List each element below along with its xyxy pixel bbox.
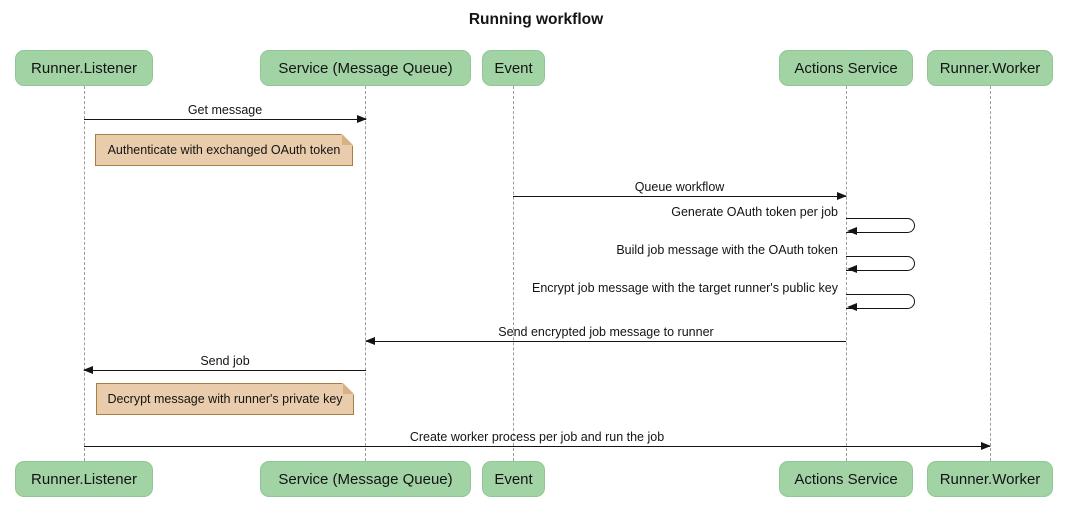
arrowhead-left-icon — [847, 303, 857, 311]
participant-bottom-runner-listener: Runner.Listener — [15, 461, 153, 497]
arrowhead-left-icon — [365, 337, 375, 345]
lifeline-service-message-queue — [365, 86, 366, 461]
message-send-job: Send job — [83, 354, 366, 374]
participant-bottom-runner-worker: Runner.Worker — [927, 461, 1053, 497]
note-authenticate-oauth: Authenticate with exchanged OAuth token — [95, 134, 353, 166]
message-line — [513, 192, 847, 200]
participant-label: Runner.Worker — [939, 59, 1041, 77]
arrowhead-right-icon — [357, 115, 367, 123]
participant-label: Service (Message Queue) — [278, 470, 453, 488]
message-label: Create worker process per job and run th… — [409, 430, 665, 444]
message-line — [84, 442, 991, 450]
participant-top-service-message-queue: Service (Message Queue) — [260, 50, 471, 86]
diagram-title: Running workflow — [468, 11, 604, 28]
arrowhead-left-icon — [847, 265, 857, 273]
arrowhead-left-icon — [83, 366, 93, 374]
participant-label: Event — [494, 470, 533, 488]
lifeline-event — [513, 86, 514, 461]
message-create-worker-process: Create worker process per job and run th… — [84, 430, 991, 450]
note-fold-icon — [342, 134, 353, 145]
participant-top-actions-service: Actions Service — [779, 50, 913, 86]
participant-label: Runner.Worker — [939, 470, 1041, 488]
message-queue-workflow: Queue workflow — [513, 180, 847, 200]
arrowhead-right-icon — [837, 192, 847, 200]
message-label: Send encrypted job message to runner — [498, 325, 714, 339]
note-decrypt-private-key: Decrypt message with runner's private ke… — [96, 383, 354, 415]
message-label: Queue workflow — [634, 180, 725, 194]
self-message-label-generate-token: Generate OAuth token per job — [671, 205, 838, 219]
self-message-loop — [846, 294, 915, 309]
note-label: Decrypt message with runner's private ke… — [107, 392, 343, 406]
note-label: Authenticate with exchanged OAuth token — [107, 143, 341, 157]
message-label: Get message — [187, 103, 263, 117]
participant-label: Actions Service — [794, 59, 898, 77]
message-line — [84, 115, 367, 123]
lifeline-actions-service — [846, 86, 847, 461]
participant-label: Event — [494, 59, 533, 77]
arrowhead-left-icon — [847, 227, 857, 235]
participant-top-runner-worker: Runner.Worker — [927, 50, 1053, 86]
message-line — [365, 337, 846, 345]
participant-top-event: Event — [482, 50, 545, 86]
message-get-message: Get message — [84, 103, 367, 123]
arrowhead-right-icon — [981, 442, 991, 450]
message-line — [83, 366, 366, 374]
lifeline-runner-worker — [990, 86, 991, 461]
participant-top-runner-listener: Runner.Listener — [15, 50, 153, 86]
self-message-label-build-job-message: Build job message with the OAuth token — [616, 243, 838, 257]
participant-bottom-event: Event — [482, 461, 545, 497]
participant-bottom-actions-service: Actions Service — [779, 461, 913, 497]
note-fold-icon — [343, 383, 354, 394]
self-message-loop — [846, 218, 915, 233]
self-message-loop — [846, 256, 915, 271]
participant-label: Runner.Listener — [31, 59, 137, 77]
message-label: Send job — [200, 354, 250, 368]
participant-label: Actions Service — [794, 470, 898, 488]
lifeline-runner-listener — [84, 86, 85, 461]
message-send-encrypted-job: Send encrypted job message to runner — [365, 325, 846, 345]
self-message-label-encrypt-job-message: Encrypt job message with the target runn… — [531, 281, 838, 295]
participant-label: Service (Message Queue) — [278, 59, 453, 77]
participant-bottom-service-message-queue: Service (Message Queue) — [260, 461, 471, 497]
participant-label: Runner.Listener — [31, 470, 137, 488]
